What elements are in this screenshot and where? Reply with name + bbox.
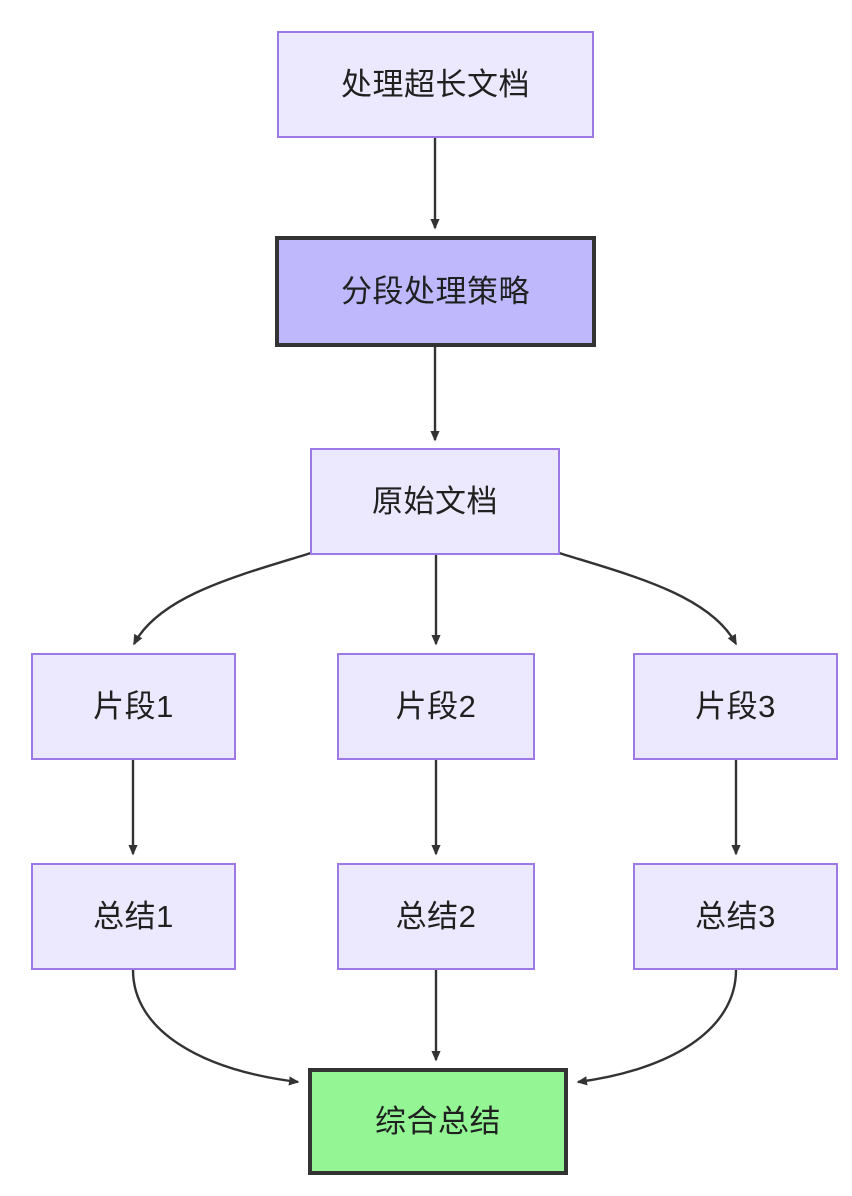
node-label: 分段处理策略 xyxy=(341,273,530,309)
node-label: 片段1 xyxy=(93,688,174,724)
node-label: 原始文档 xyxy=(372,483,498,519)
edge-n9-n10 xyxy=(576,969,738,1086)
node-label: 总结1 xyxy=(93,898,174,934)
node-fragment-1[interactable]: 片段1 xyxy=(31,653,236,760)
node-fragment-3[interactable]: 片段3 xyxy=(633,653,838,760)
node-summary-3[interactable]: 总结3 xyxy=(633,863,838,970)
edge-n3-n4 xyxy=(132,551,312,646)
node-final-summary[interactable]: 综合总结 xyxy=(308,1068,568,1175)
node-process-long-document[interactable]: 处理超长文档 xyxy=(277,31,594,138)
node-label: 总结2 xyxy=(395,898,477,934)
edge-n7-n10 xyxy=(131,969,300,1086)
node-chunking-strategy[interactable]: 分段处理策略 xyxy=(275,236,596,347)
node-label: 处理超长文档 xyxy=(341,66,530,102)
node-label: 综合总结 xyxy=(375,1103,501,1139)
node-label: 片段2 xyxy=(395,688,477,724)
node-summary-1[interactable]: 总结1 xyxy=(31,863,236,970)
edge-n3-n6 xyxy=(558,551,738,646)
node-fragment-2[interactable]: 片段2 xyxy=(337,653,535,760)
node-original-document[interactable]: 原始文档 xyxy=(310,448,560,555)
node-summary-2[interactable]: 总结2 xyxy=(337,863,535,970)
node-label: 片段3 xyxy=(695,688,776,724)
node-label: 总结3 xyxy=(695,898,776,934)
